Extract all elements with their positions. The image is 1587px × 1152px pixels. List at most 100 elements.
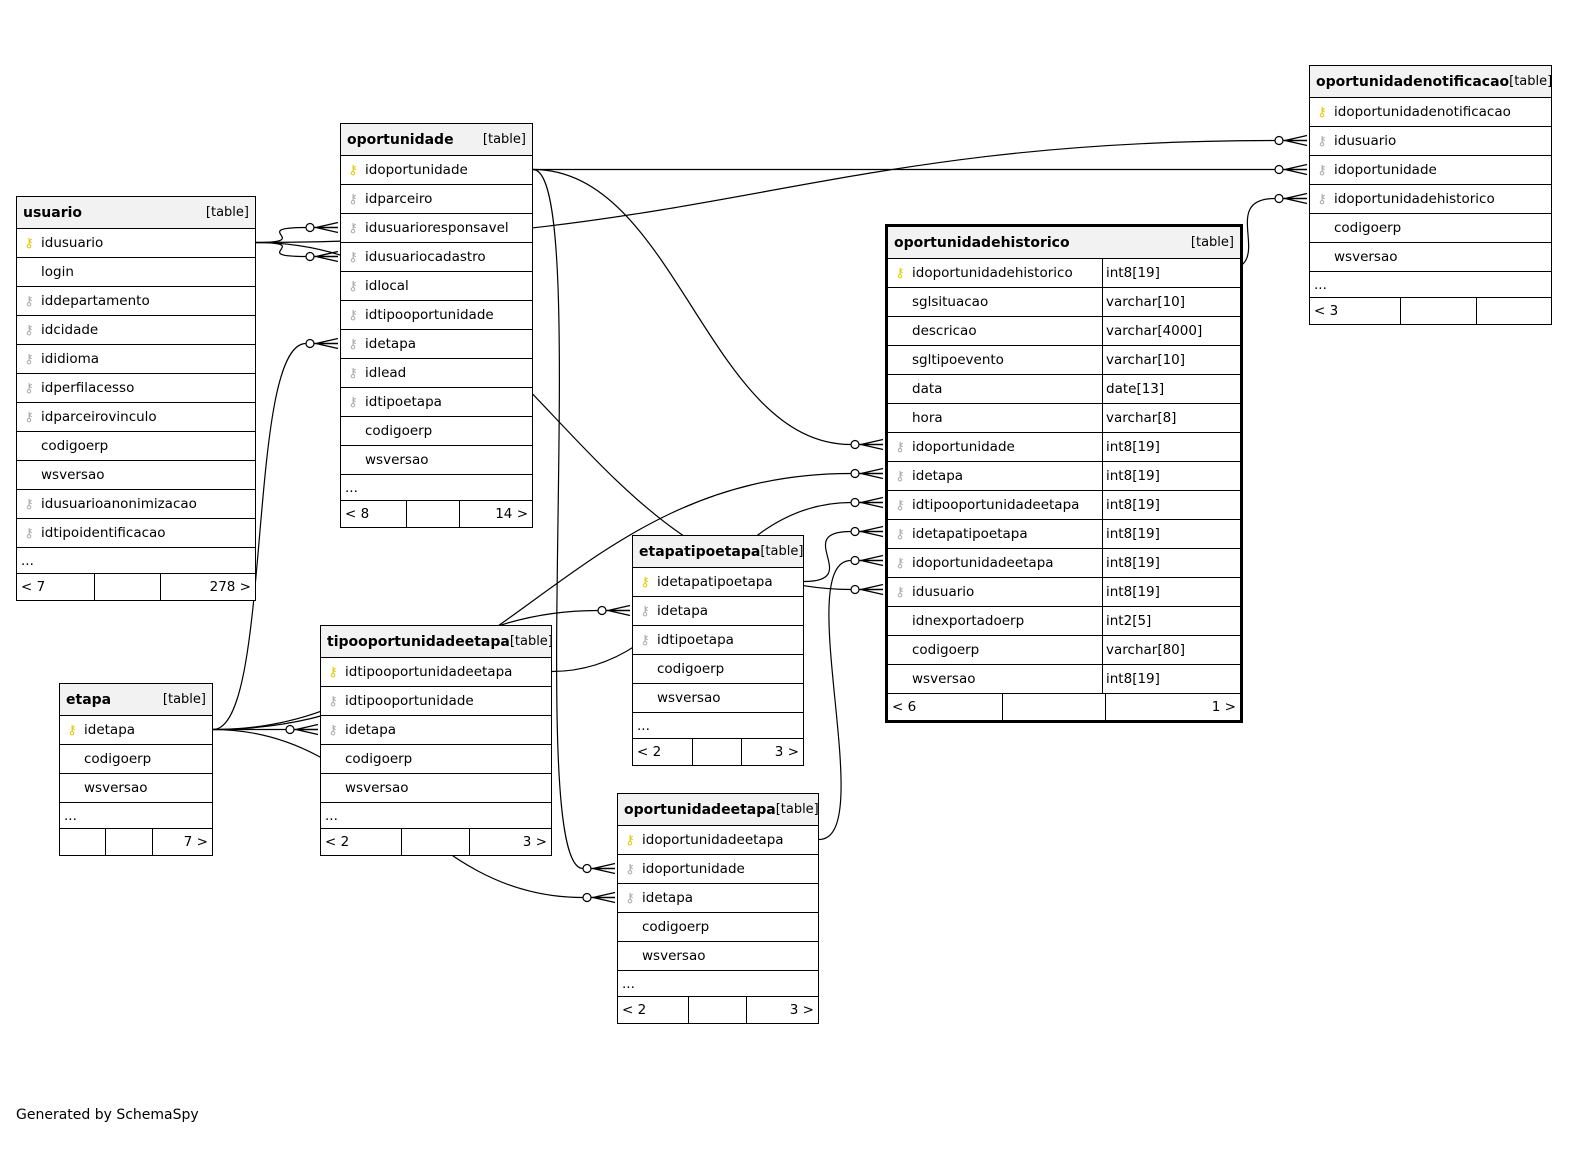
- column-row-idparceirovinculo[interactable]: ⚷idparceirovinculo: [17, 403, 255, 432]
- column-row-codigoerp[interactable]: ⚷codigoerp: [618, 913, 818, 942]
- column-row-idcidade[interactable]: ⚷idcidade: [17, 316, 255, 345]
- parents-count[interactable]: < 2: [618, 997, 689, 1023]
- children-count[interactable]: 3 >: [774, 744, 799, 760]
- children-count[interactable]: 278 >: [209, 579, 251, 595]
- column-row-idusuario[interactable]: ⚷idusuario: [17, 229, 255, 258]
- parents-count[interactable]: < 7: [17, 574, 95, 600]
- table-oportunidadenotificacao[interactable]: oportunidadenotificacao[table]⚷idoportun…: [1309, 65, 1552, 325]
- parents-count[interactable]: < 8: [341, 501, 407, 527]
- column-row-codigoerp[interactable]: ⚷codigoerp: [60, 745, 212, 774]
- column-type: int8[19]: [1102, 462, 1220, 490]
- column-type: int8[19]: [1102, 259, 1220, 287]
- column-row-wsversao[interactable]: ⚷wsversao: [17, 461, 255, 490]
- column-row-idoportunidade[interactable]: ⚷idoportunidade: [1310, 156, 1551, 185]
- column-row-idoportunidadenotificacao[interactable]: ⚷idoportunidadenotificacao: [1310, 98, 1551, 127]
- no-key-spacer: ⚷: [341, 424, 365, 439]
- column-row-codigoerp[interactable]: ⚷codigoerp: [341, 417, 532, 446]
- column-row-idoportunidade[interactable]: ⚷idoportunidade: [618, 855, 818, 884]
- column-row-idetapa[interactable]: ⚷idetapa: [618, 884, 818, 913]
- column-row-wsversao[interactable]: ⚷wsversao: [321, 774, 551, 803]
- column-row-idtipoetapa[interactable]: ⚷idtipoetapa: [633, 626, 803, 655]
- table-oportunidade[interactable]: oportunidade[table]⚷idoportunidade⚷idpar…: [340, 123, 533, 528]
- footer-spacer: [1401, 298, 1477, 324]
- column-name: sgltipoevento: [912, 352, 1004, 368]
- column-row-idlead[interactable]: ⚷idlead: [341, 359, 532, 388]
- table-oportunidadeetapa[interactable]: oportunidadeetapa[table]⚷idoportunidadee…: [617, 793, 819, 1024]
- table-etapatipoetapa[interactable]: etapatipoetapa[table]⚷idetapatipoetapa⚷i…: [632, 535, 804, 766]
- foreign-key-icon: ⚷: [348, 249, 358, 265]
- column-name: idparceiro: [365, 191, 433, 207]
- column-row-idtipooportunidade[interactable]: ⚷idtipooportunidade: [321, 687, 551, 716]
- column-row-idusuarioanonimizacao[interactable]: ⚷idusuarioanonimizacao: [17, 490, 255, 519]
- column-row-idoportunidadeetapa[interactable]: ⚷idoportunidadeetapa: [618, 826, 818, 855]
- children-count[interactable]: 14 >: [495, 506, 528, 522]
- parents-count[interactable]: [60, 829, 106, 855]
- column-name: idusuario: [41, 235, 104, 251]
- column-row-idetapa[interactable]: ⚷idetapa: [633, 597, 803, 626]
- column-row-idtipoetapa[interactable]: ⚷idtipoetapa: [341, 388, 532, 417]
- parents-count[interactable]: < 6: [888, 694, 1003, 720]
- generated-by-credit: Generated by SchemaSpy: [16, 1107, 199, 1123]
- parents-count[interactable]: < 2: [633, 739, 693, 765]
- children-count[interactable]: 3 >: [789, 1002, 814, 1018]
- column-name: codigoerp: [41, 438, 109, 454]
- column-row-idetapatipoetapa[interactable]: ⚷idetapatipoetapa: [633, 568, 803, 597]
- column-row-codigoerp[interactable]: ⚷codigoerp: [17, 432, 255, 461]
- column-row-codigoerp[interactable]: ⚷codigoerp: [633, 655, 803, 684]
- column-row-idoportunidadehistorico[interactable]: ⚷idoportunidadehistorico: [1310, 185, 1551, 214]
- column-row-idusuarioresponsavel[interactable]: ⚷idusuarioresponsavel: [341, 214, 532, 243]
- column-row-wsversao[interactable]: ⚷wsversao: [341, 446, 532, 475]
- children-count[interactable]: 7 >: [183, 834, 208, 850]
- column-row-idoportunidade[interactable]: ⚷idoportunidade: [341, 156, 532, 185]
- parents-count[interactable]: < 2: [321, 829, 402, 855]
- no-key-spacer: ⚷: [633, 662, 657, 677]
- table-tipooportunidadeetapa[interactable]: tipooportunidadeetapa[table]⚷idtipooport…: [320, 625, 553, 856]
- column-row-idetapa[interactable]: ⚷idetapa: [321, 716, 551, 745]
- column-row-idlocal[interactable]: ⚷idlocal: [341, 272, 532, 301]
- column-row-login[interactable]: ⚷login: [17, 258, 255, 287]
- children-count[interactable]: 1 >: [1211, 699, 1236, 715]
- table-etapa[interactable]: etapa[table]⚷idetapa⚷codigoerp⚷wsversao.…: [59, 683, 213, 856]
- column-row-idusuariocadastro[interactable]: ⚷idusuariocadastro: [341, 243, 532, 272]
- column-row-wsversao[interactable]: ⚷wsversao: [60, 774, 212, 803]
- column-name: idoportunidade: [912, 439, 1015, 455]
- children-count[interactable]: 3 >: [522, 834, 547, 850]
- column-row-codigoerp[interactable]: ⚷codigoerp: [1310, 214, 1551, 243]
- column-row-wsversao[interactable]: ⚷wsversao: [633, 684, 803, 713]
- parents-count[interactable]: < 3: [1310, 298, 1401, 324]
- column-row-idusuario[interactable]: ⚷idusuario: [1310, 127, 1551, 156]
- column-row-idetapa[interactable]: ⚷idetapa: [341, 330, 532, 359]
- column-type: varchar[10]: [1102, 346, 1220, 374]
- column-row-idtipooportunidade[interactable]: ⚷idtipooportunidade: [341, 301, 532, 330]
- column-row-idtipoidentificacao[interactable]: ⚷idtipoidentificacao: [17, 519, 255, 548]
- children-count[interactable]: [1477, 298, 1551, 324]
- crows-foot-marker: [591, 891, 616, 904]
- column-row-idperfilacesso[interactable]: ⚷idperfilacesso: [17, 374, 255, 403]
- table-oportunidadehistorico[interactable]: oportunidadehistorico[table]⚷idoportunid…: [885, 224, 1243, 723]
- column-row-codigoerp[interactable]: ⚷codigoerp: [321, 745, 551, 774]
- table-usuario[interactable]: usuario[table]⚷idusuario⚷login⚷iddeparta…: [16, 196, 256, 601]
- column-row-iddepartamento[interactable]: ⚷iddepartamento: [17, 287, 255, 316]
- column-row-wsversao[interactable]: ⚷wsversao: [1310, 243, 1551, 272]
- column-row-idetapa[interactable]: ⚷idetapa: [60, 716, 212, 745]
- column-row-idtipooportunidadeetapa[interactable]: ⚷idtipooportunidadeetapa: [321, 658, 551, 687]
- table-header: tipooportunidadeetapa[table]: [321, 626, 553, 658]
- column-row-idparceiro[interactable]: ⚷idparceiro: [341, 185, 532, 214]
- column-row-wsversao[interactable]: ⚷wsversao: [618, 942, 818, 971]
- column-row-ididioma[interactable]: ⚷ididioma: [17, 345, 255, 374]
